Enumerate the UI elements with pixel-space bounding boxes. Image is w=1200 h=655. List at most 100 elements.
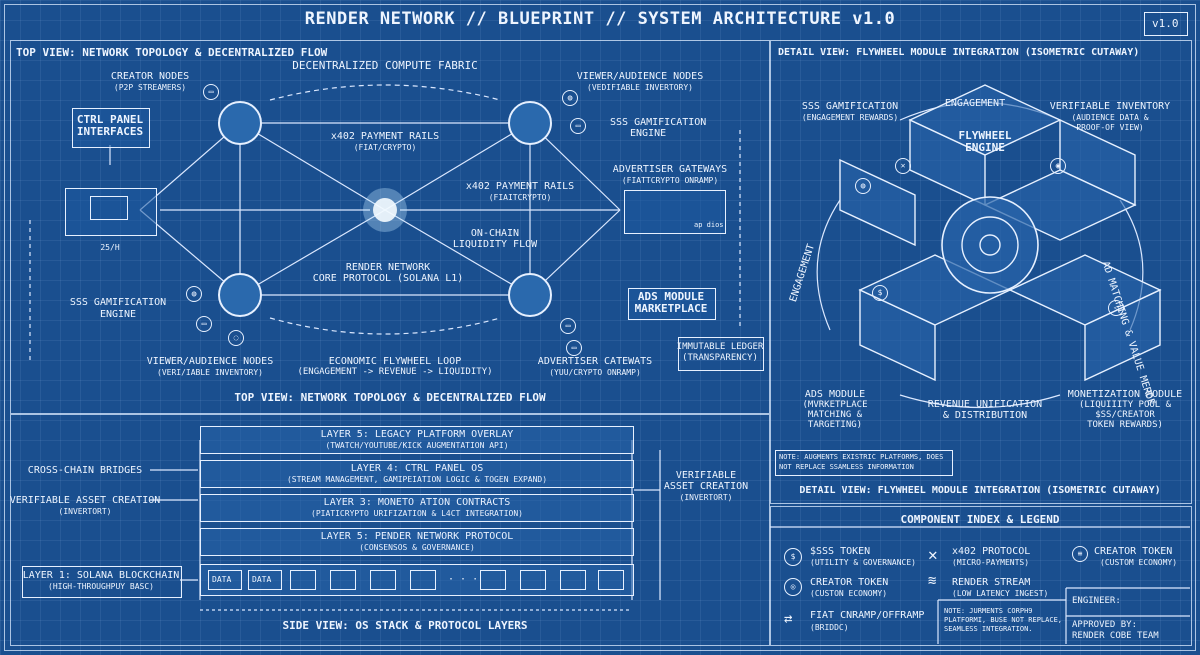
creator-nodes-sub: (P2P STREAMERS): [113, 83, 187, 92]
legend-item-creator-token-2-sub: (CUSTON ECONOMY): [810, 589, 888, 598]
inventory-module-sub2: PROOF-OF VIEW): [1076, 123, 1144, 132]
stack-layer-5-title: LAYER 5: LEGACY PLATFORM OVERLAY: [320, 429, 514, 440]
stack-layer-protocol: LAYER 5: PENDER NETWORK PROTOCOL (CONSEN…: [200, 528, 634, 556]
legend-panel: [770, 506, 1192, 646]
monetization-sub2: $SS/CREATOR: [1095, 410, 1155, 420]
data-ellipsis: · · ·: [448, 574, 479, 585]
engagement-top-label: ENGAGEMENT: [944, 98, 1006, 109]
gamification-left-sub: ENGINE: [99, 309, 137, 320]
gamification-chat-icon: ◌: [228, 330, 244, 346]
verifiable-right-sub: (INVERTORT): [679, 493, 733, 502]
screen-display: [90, 196, 128, 220]
data-block-1-label: DATA: [212, 575, 232, 584]
legend-item-sss-token-sub: (UTILITY & GOVERNANCE): [810, 558, 916, 567]
creator-token-icon: ◎: [784, 578, 802, 596]
version-badge-frame: [1144, 12, 1188, 36]
legend-item-fiat: FIAT CNRAMP/OFFRAMP: [810, 610, 925, 621]
stack-layer-3-title: LAYER 3: MONETO ATION CONTRACTS: [323, 497, 511, 508]
monetization-sub1: (LIQUIIITY POOL &: [1078, 400, 1172, 410]
revenue-label: REVENUE UNIFICATION: [927, 399, 1043, 410]
flywheel-loop-label: ECONOMIC FLYWHEEL LOOP: [328, 356, 462, 367]
ads-module-label: ADS MODULE: [804, 389, 866, 400]
gamification-left-label: SSS GAMIFICATION: [69, 297, 167, 308]
viewer-gamepad-icon: ◍: [562, 90, 578, 106]
side-view-caption: SIDE VIEW: OS STACK & PROTOCOL LAYERS: [282, 619, 528, 632]
layer1-frame: [22, 566, 182, 598]
stack-layer-3: LAYER 3: MONETO ATION CONTRACTS (PIATICR…: [200, 494, 634, 522]
ctrl-panel-label: CTRL PANEL: [76, 113, 144, 126]
viewer-screen-icon: ▭: [570, 118, 586, 134]
monetization-sub3: TOKEN REWARDS): [1087, 420, 1163, 430]
liquidity-label: ON-CHAIN: [470, 228, 520, 239]
revenue-sub: & DISTRIBUTION: [942, 410, 1028, 421]
eye-icon: ◉: [1050, 158, 1066, 174]
fiat-onramp-icon: ⇄: [784, 611, 793, 627]
payment-rails-2: x402 PAYMENT RAILS: [465, 181, 575, 192]
data-block-5: [370, 570, 396, 590]
ledger-sub: (TRANSPARENCY): [682, 353, 758, 363]
top-view-panel: [10, 40, 770, 414]
gamification-gamepad-icon: ◍: [186, 286, 202, 302]
advertiser-bottom-sub: (YUU/CRYPTO ONRAMP): [549, 368, 641, 377]
detail-view-caption: DETAIL VIEW: FLYWHEEL MODULE INTEGRATION…: [799, 485, 1161, 496]
version-badge: v1.0: [1152, 17, 1179, 30]
flywheel-engine-sub: ENGINE: [965, 141, 1005, 154]
detail-view-heading: DETAIL VIEW: FLYWHEEL MODULE INTEGRATION…: [778, 47, 1140, 58]
coin-stack-module-icon: $: [872, 285, 888, 301]
verifiable-right-line2: ASSET CREATION: [663, 481, 749, 492]
stack-layer-protocol-sub: (CONSENSOS & GOVERNANCE): [359, 543, 475, 552]
data-block-1: [208, 570, 242, 590]
advertiser-gateways-sub: (FIATTCRYPTO ONRAMP): [621, 176, 719, 185]
stack-layer-4-sub: (STREAM MANAGEMENT, GAMIPEIATION LOGIC &…: [286, 475, 548, 484]
gamification-module-label: SSS GAMIFICATION: [801, 101, 899, 112]
blockchain-layer: [200, 564, 634, 596]
wallet-box: [624, 190, 726, 234]
flywheel-loop-sub: (ENGAGEMENT -> REVENUE -> LIQUIDITY): [297, 367, 493, 377]
legend-item-render-stream: RENDER STREAM: [952, 577, 1031, 588]
side-view-panel: [10, 414, 770, 646]
approved-label: APPROVED BY:: [1072, 620, 1138, 630]
data-block-7: [480, 570, 506, 590]
data-block-4: [330, 570, 356, 590]
liquidity-sub: LIQUIDITY FLOW: [452, 239, 538, 250]
legend-item-x402-sub: (MICRO-PAYMENTS): [952, 558, 1030, 567]
engineer-label: ENGINEER:: [1072, 596, 1121, 606]
ledger-box: [678, 337, 764, 371]
viewer-node-top: [508, 101, 552, 145]
detail-view-panel: [770, 40, 1192, 504]
data-block-8: [520, 570, 546, 590]
x402-protocol-icon: ✕: [928, 545, 938, 564]
stack-layer-protocol-title: LAYER 5: PENDER NETWORK PROTOCOL: [320, 531, 514, 542]
render-stream-icon: ≋: [928, 573, 937, 589]
ads-marketplace-label: ADS MODULE: [637, 290, 705, 303]
legend-item-creator-token-2: CREATOR TOKEN: [810, 577, 889, 588]
advertiser-node: [508, 273, 552, 317]
gamification-right-sub: ENGINE: [630, 128, 667, 139]
gamification-node: [218, 273, 262, 317]
legend-item-render-stream-sub: (LOW LATENCY INGEST): [952, 589, 1049, 598]
ads-marketplace-sub: MARKETPLACE: [634, 302, 708, 315]
creator-nodes-label: CREATOR NODES: [110, 71, 190, 82]
ads-marketplace-box: [628, 288, 716, 320]
stack-layer-5: LAYER 5: LEGACY PLATFORM OVERLAY (TWATCH…: [200, 426, 634, 454]
legend-item-creator-token-sub: (CUSTOM ECONOMY): [1100, 558, 1178, 567]
stack-layer-3-sub: (PIATICRYPTO URIFIZATION & L4CT INTEGRAT…: [311, 509, 523, 518]
advertiser-bottom-label: ADVERTISER CATEWATS: [537, 356, 653, 367]
cross-chain-label: CROSS-CHAIN BRIDGES: [27, 465, 143, 476]
megaphone-icon: ◁: [1108, 300, 1124, 316]
creator-node: [218, 101, 262, 145]
layer1-label: LAYER 1: SOLANA BLOCKCHAIN: [22, 570, 180, 581]
wallet-label: ap dios: [694, 221, 724, 229]
ctrl-panel-box: [72, 108, 150, 148]
gamepad-icon: ◍: [855, 178, 871, 194]
legend-note-line3: SEAMLESS INTEGRATION.: [944, 625, 1033, 633]
verifiable-right-label: VERIFIABLE: [675, 470, 737, 481]
outer-frame: [4, 4, 1196, 651]
gamification-module-sub: (ENGAGEMENT REWARDS): [801, 113, 899, 122]
advertiser-monitor-icon: ▭: [560, 318, 576, 334]
inventory-module-sub1: (AUDIENCE DATA &: [1071, 113, 1149, 122]
approved-team: RENDER COBE TEAM: [1072, 631, 1159, 641]
payment-rails-1-sub: (FIAT/CRYPTO): [353, 143, 417, 152]
page-title: RENDER NETWORK // BLUEPRINT // SYSTEM AR…: [304, 9, 896, 29]
advertiser-wallet-icon: ▭: [566, 340, 582, 356]
